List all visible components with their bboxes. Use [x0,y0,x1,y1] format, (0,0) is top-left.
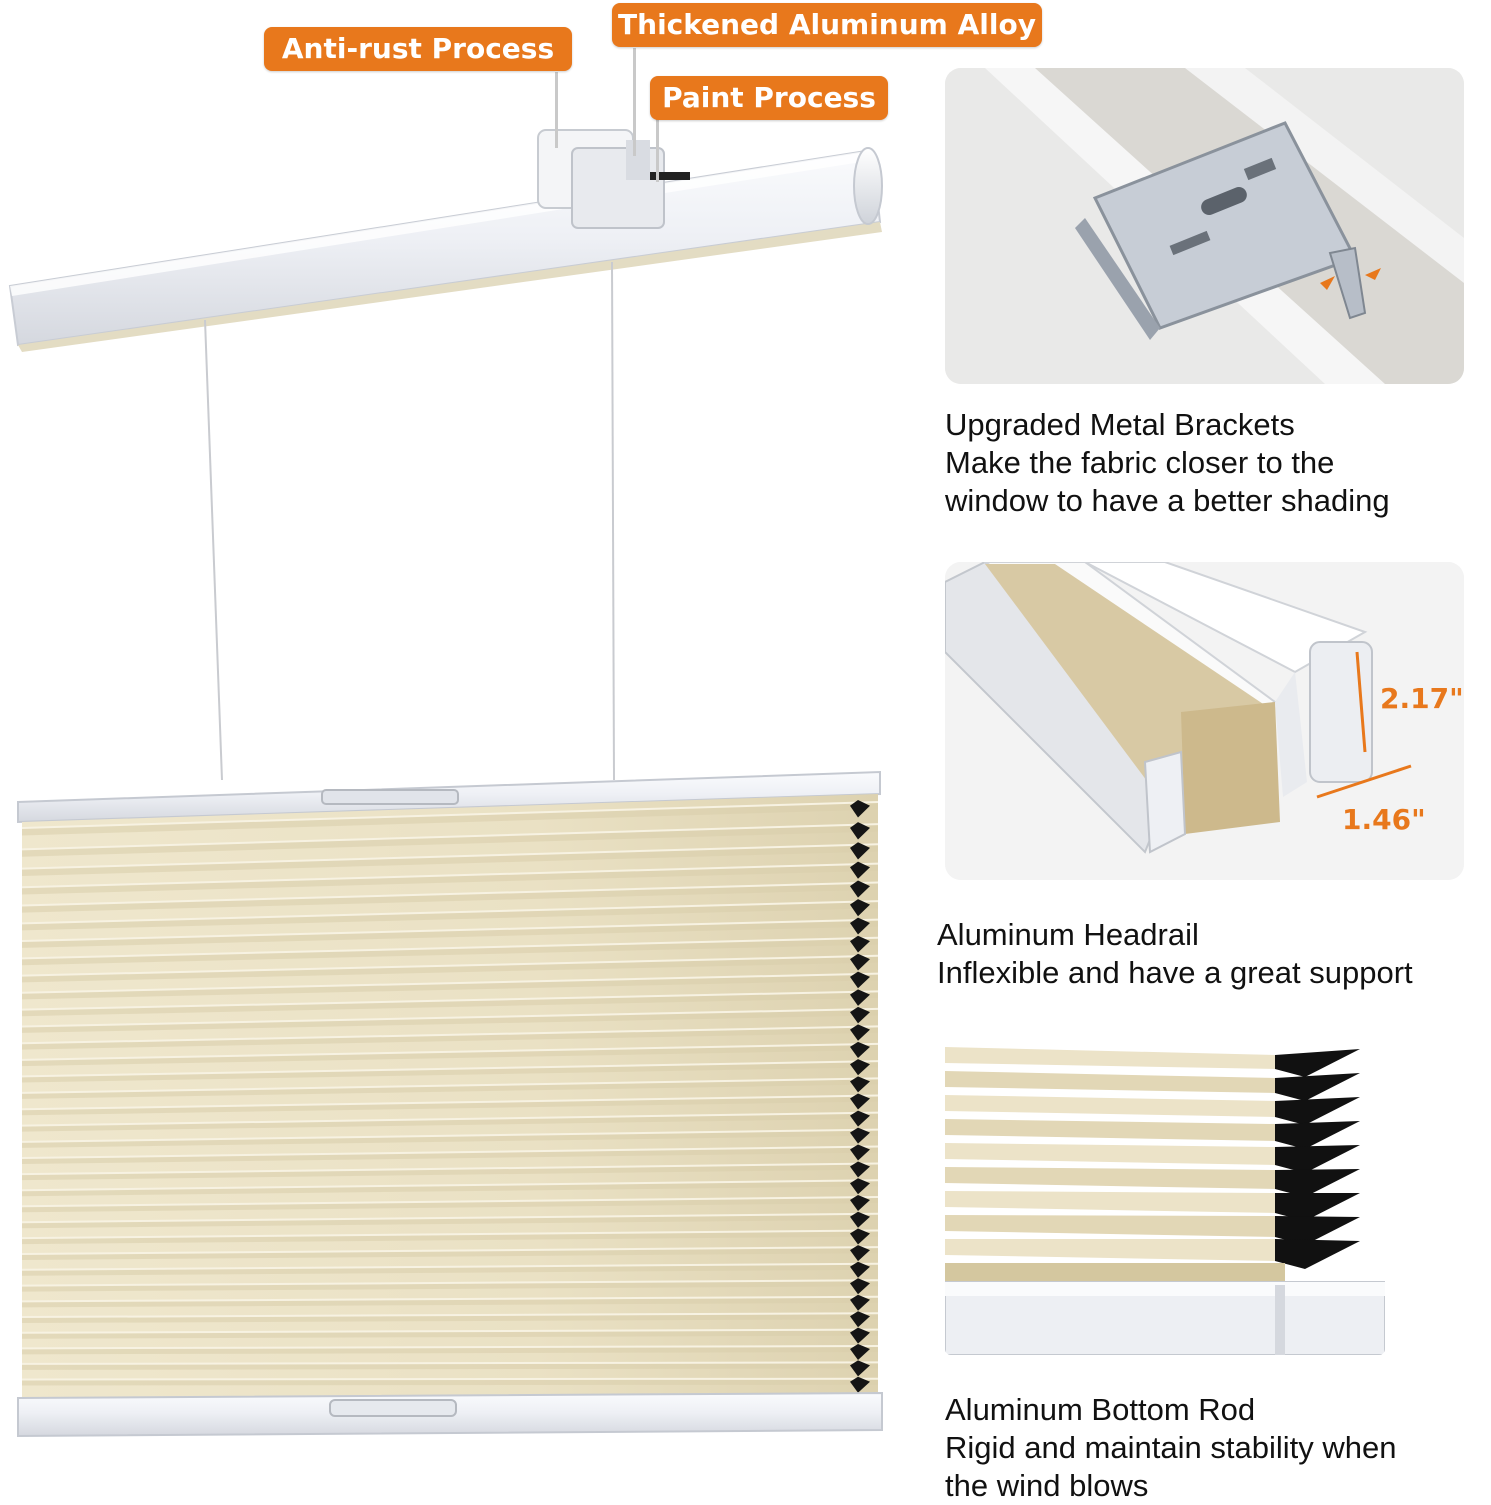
honeycomb-edge [850,800,870,1393]
bottom-rod-icon [945,1281,1385,1355]
leader-paint [656,118,659,182]
caption-brackets-title: Upgraded Metal Brackets [945,407,1295,442]
callout-anti-rust: Anti-rust Process [264,27,572,71]
headrail-section-icon [945,562,1373,854]
bracket-photo [945,68,1464,384]
caption-bottom-rod-title: Aluminum Bottom Rod [945,1392,1256,1427]
caption-bottom-rod: Aluminum Bottom Rod Rigid and maintain s… [945,1391,1396,1505]
lift-cord-left [204,319,223,781]
shade-svg [8,129,883,1438]
shade-top-rail [17,770,881,824]
callout-thickened-aluminum: Thickened Aluminum Alloy [612,3,1042,47]
dimension-width: 1.46" [1342,803,1426,836]
bottom-rod-pleats-icon [945,1047,1360,1285]
caption-headrail-line1: Inflexible and have a great support [937,955,1413,990]
caption-brackets-line2: window to have a better shading [945,483,1390,518]
leader-anti-rust [555,72,558,148]
pleat-lines [21,801,879,1386]
caption-headrail: Aluminum Headrail Inflexible and have a … [937,916,1413,992]
caption-headrail-title: Aluminum Headrail [937,917,1199,952]
headrail-section-photo [945,562,1464,880]
dimension-height: 2.17" [1380,682,1464,715]
product-illustration: Anti-rust Process Thickened Aluminum All… [8,3,1042,1438]
lift-cord-right [611,261,615,781]
bracket-icon [1075,121,1381,340]
caption-brackets-line1: Make the fabric closer to the [945,445,1335,480]
bottom-rod-photo [945,1037,1385,1355]
callout-paint-process: Paint Process [650,76,888,120]
caption-bottom-rod-line1: Rigid and maintain stability when [945,1430,1397,1465]
caption-brackets: Upgraded Metal Brackets Make the fabric … [945,406,1390,520]
headrail [8,147,883,352]
rail-cross-section [537,129,690,229]
shade-bottom-rail [17,1391,883,1438]
caption-bottom-rod-line2: the wind blows [945,1468,1149,1503]
leader-thickened [633,48,636,156]
